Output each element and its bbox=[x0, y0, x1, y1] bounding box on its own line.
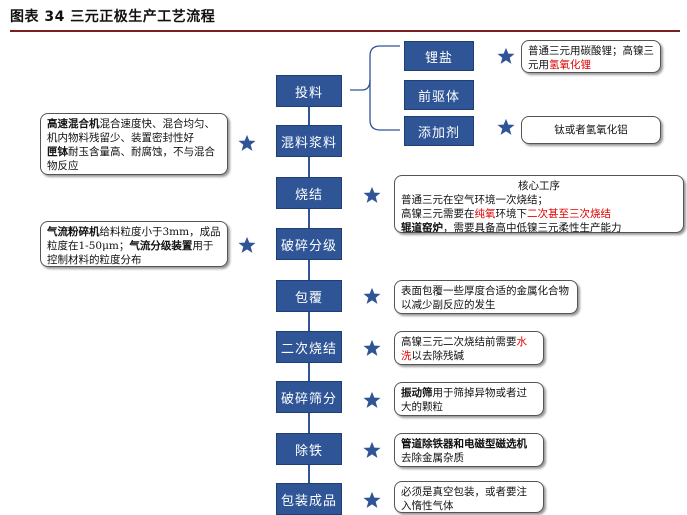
note-keyword: 振动筛 bbox=[401, 387, 433, 399]
step-packing: 包装成品 bbox=[276, 483, 342, 515]
note-highlight: 纯氧 bbox=[474, 208, 496, 220]
note-text: 用于筛掉异物或者过大的颗粒 bbox=[401, 387, 527, 413]
note-highlight: 水洗 bbox=[401, 336, 527, 362]
note-text: 普通三元在空气环境一次烧结； bbox=[401, 194, 548, 206]
star-icon bbox=[363, 186, 381, 204]
star-icon bbox=[363, 287, 381, 305]
star-icon bbox=[238, 236, 256, 254]
note-text: 表面包覆一些厚度合适的金属化合物以减少副反应的发生 bbox=[401, 285, 569, 311]
note-text: 普通三元用碳酸锂；高镍三元用 bbox=[528, 45, 654, 71]
note-text: 用于控制材料的粒度分布 bbox=[47, 240, 214, 266]
star-icon bbox=[363, 391, 381, 409]
note-keyword: 匣钵 bbox=[47, 146, 68, 158]
star-icon bbox=[363, 339, 381, 357]
note-text: 给料粒度小于3mm，成品粒度在1-50μm； bbox=[47, 226, 221, 252]
step-mixing-slurry: 混料浆料 bbox=[276, 125, 342, 157]
note-keyword: 高速混合机 bbox=[47, 118, 100, 130]
note-text: 环境下 bbox=[495, 208, 528, 220]
note-keyword: 管道除铁器和电磁型磁选机 bbox=[401, 438, 527, 450]
star-icon bbox=[497, 118, 515, 136]
title-divider bbox=[10, 30, 680, 32]
note-text: 钛或者氢氧化铝 bbox=[554, 124, 628, 136]
note-lithium-salt: 普通三元用碳酸锂；高镍三元用氢氧化锂 bbox=[521, 40, 661, 73]
step-feeding: 投料 bbox=[276, 75, 342, 107]
material-lithium-salt: 锂盐 bbox=[404, 41, 474, 71]
material-additive: 添加剂 bbox=[404, 116, 474, 146]
note-coating: 表面包覆一些厚度合适的金属化合物以减少副反应的发生 bbox=[394, 280, 578, 314]
note-crushing: 气流粉碎机给料粒度小于3mm，成品粒度在1-50μm；气流分级装置用于控制材料的… bbox=[40, 221, 228, 267]
step-crushing-classifying: 破碎分级 bbox=[276, 228, 342, 260]
note-keyword: 辊道窑炉 bbox=[401, 222, 443, 234]
step-second-sintering: 二次烧结 bbox=[276, 331, 342, 363]
note-keyword: 气流粉碎机 bbox=[47, 226, 100, 238]
material-precursor: 前驱体 bbox=[404, 80, 474, 110]
note-text: ，需要具备高中低镍三元柔性生产能力 bbox=[443, 222, 622, 234]
note-text: 去除金属杂质 bbox=[401, 452, 464, 464]
step-iron-removal: 除铁 bbox=[276, 433, 342, 465]
note-text: 耐玉含量高、耐腐蚀，不与混合物反应 bbox=[47, 146, 215, 172]
note-text: 混合速度快、混合均匀、机内物料残留少、装置密封性好 bbox=[47, 118, 215, 144]
star-icon bbox=[497, 47, 515, 65]
star-icon bbox=[238, 134, 256, 152]
note-mixing: 高速混合机混合速度快、混合均匀、机内物料残留少、装置密封性好 匣钵耐玉含量高、耐… bbox=[40, 113, 228, 175]
note-keyword: 气流分级装置 bbox=[129, 240, 193, 252]
note-second-sintering: 高镍三元二次烧结前需要水洗以去除残碱 bbox=[394, 331, 544, 365]
note-iron-removal: 管道除铁器和电磁型磁选机 去除金属杂质 bbox=[394, 433, 544, 467]
step-crushing-screening: 破碎筛分 bbox=[276, 381, 342, 413]
step-coating: 包覆 bbox=[276, 280, 342, 312]
note-text: 高镍三元二次烧结前需要 bbox=[401, 336, 517, 348]
note-text: 必须是真空包装，或者要注入惰性气体 bbox=[401, 486, 527, 512]
figure-title: 图表 34 三元正极生产工艺流程 bbox=[10, 9, 216, 25]
note-highlight: 二次甚至三次烧结 bbox=[527, 208, 611, 220]
note-sintering: 核心工序 普通三元在空气环境一次烧结； 高镍三元需要在纯氧环境下二次甚至三次烧结… bbox=[394, 175, 684, 234]
star-icon bbox=[363, 441, 381, 459]
step-sintering: 烧结 bbox=[276, 177, 342, 209]
note-additive: 钛或者氢氧化铝 bbox=[521, 116, 661, 144]
note-heading: 核心工序 bbox=[518, 180, 560, 192]
note-highlight: 氢氧化锂 bbox=[549, 59, 591, 71]
note-packing: 必须是真空包装，或者要注入惰性气体 bbox=[394, 481, 544, 513]
note-text: 以去除残碱 bbox=[411, 350, 465, 362]
note-text: 高镍三元需要在 bbox=[401, 208, 475, 220]
note-screening: 振动筛用于筛掉异物或者过大的颗粒 bbox=[394, 382, 544, 416]
star-icon bbox=[363, 491, 381, 509]
